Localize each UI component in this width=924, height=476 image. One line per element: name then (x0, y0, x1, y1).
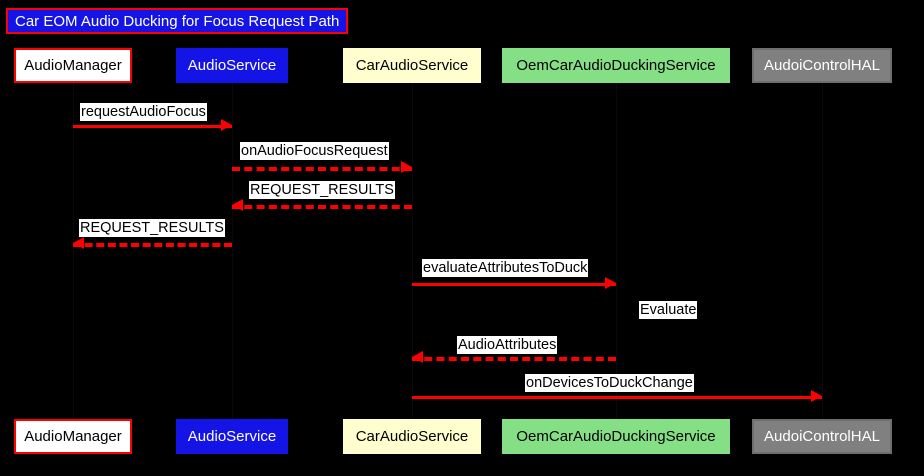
participant-audiomanager-bottom[interactable]: AudioManager (14, 419, 132, 454)
arrow-head-right (605, 277, 616, 289)
message-label: onDevicesToDuckChange (525, 374, 694, 392)
message-line (232, 205, 412, 209)
arrow-head-right (811, 390, 822, 402)
message-label: evaluateAttributesToDuck (422, 259, 589, 277)
participant-caraudioservice-top[interactable]: CarAudioService (343, 48, 481, 83)
participant-audioservice-bottom[interactable]: AudioService (176, 419, 288, 454)
participant-label: AudioService (187, 428, 277, 445)
message-line (232, 167, 412, 171)
lifeline-caraudioservice (412, 83, 413, 419)
lifeline-oemcaraudioduckingservice (616, 83, 617, 419)
diagram-title-text: Car EOM Audio Ducking for Focus Request … (15, 12, 340, 30)
message-line (412, 357, 616, 361)
lifeline-audioservice (232, 83, 233, 419)
participant-label: AudioService (187, 57, 277, 74)
message-label: AudioAttributes (457, 336, 558, 354)
participant-audiomanager-top[interactable]: AudioManager (14, 48, 132, 83)
participant-label: OemCarAudioDuckingService (516, 428, 716, 445)
participant-label: AudoiControlHAL (764, 428, 880, 445)
lifeline-audoicontrolhal (822, 83, 823, 419)
participant-label: AudioManager (24, 428, 122, 445)
participant-audoicontrolhal-bottom[interactable]: AudoiControlHAL (752, 419, 892, 454)
note-label: Evaluate (639, 301, 698, 319)
participant-oemcaraudioduckingservice-top[interactable]: OemCarAudioDuckingService (502, 48, 730, 83)
message-line (412, 396, 822, 399)
participant-oemcaraudioduckingservice-bottom[interactable]: OemCarAudioDuckingService (502, 419, 730, 454)
lifeline-audiomanager (73, 83, 74, 419)
participant-label: OemCarAudioDuckingService (516, 57, 716, 74)
message-label: REQUEST_RESULTS (249, 181, 395, 199)
arrow-head-left (232, 199, 243, 211)
message-line (412, 283, 616, 286)
diagram-title: Car EOM Audio Ducking for Focus Request … (6, 8, 349, 34)
participant-label: CarAudioService (355, 57, 469, 74)
participant-audioservice-top[interactable]: AudioService (176, 48, 288, 83)
participant-label: AudioManager (24, 57, 122, 74)
arrow-head-left (73, 237, 84, 249)
participant-label: AudoiControlHAL (764, 57, 880, 74)
arrow-head-left (412, 351, 423, 363)
message-label: REQUEST_RESULTS (79, 219, 225, 237)
message-label: requestAudioFocus (80, 103, 207, 121)
message-line (73, 125, 232, 128)
arrow-head-right (401, 161, 412, 173)
message-label: onAudioFocusRequest (240, 142, 389, 160)
message-line (73, 243, 232, 247)
participant-audoicontrolhal-top[interactable]: AudoiControlHAL (752, 48, 892, 83)
participant-label: CarAudioService (355, 428, 469, 445)
participant-caraudioservice-bottom[interactable]: CarAudioService (343, 419, 481, 454)
arrow-head-right (221, 119, 232, 131)
